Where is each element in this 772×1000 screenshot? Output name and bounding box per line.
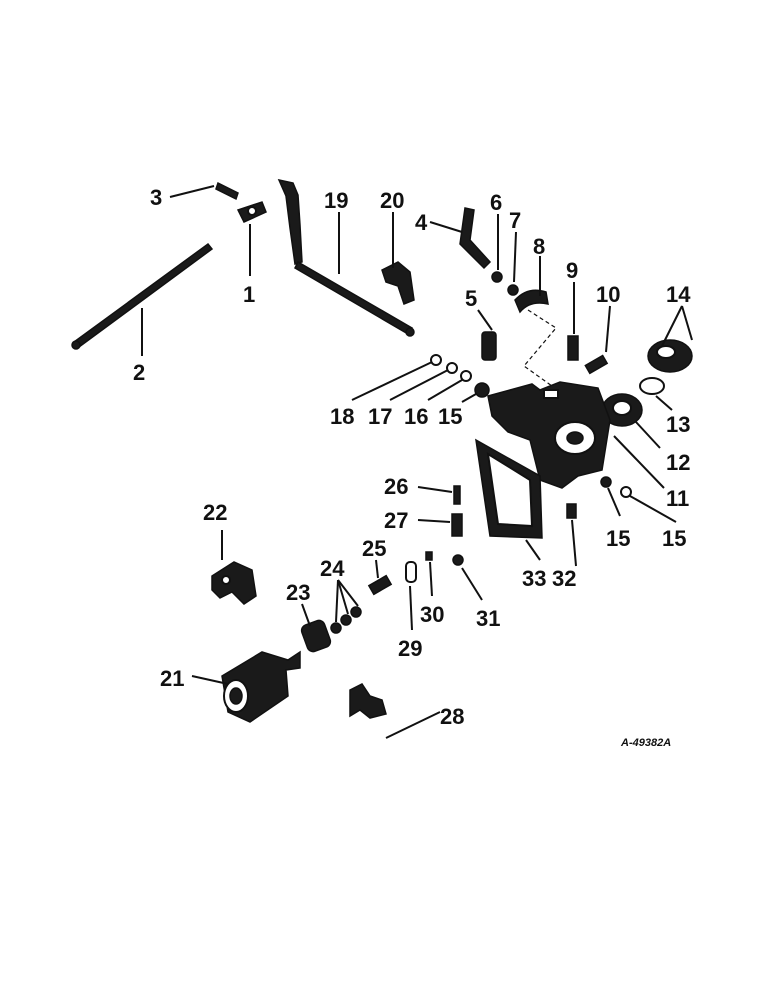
callout-15-upper: 15 [438, 404, 462, 429]
part-23-cover [211, 561, 257, 605]
callout-5: 5 [465, 286, 477, 311]
part-14-cap [647, 339, 693, 373]
callout-18: 17 [368, 404, 392, 429]
part-6 [491, 271, 503, 283]
part-31-pin [425, 551, 433, 561]
callout-20: 19 [324, 188, 348, 213]
part-11-housing [487, 381, 611, 489]
callout-27: 26 [384, 474, 408, 499]
callout-32: 31 [476, 606, 500, 631]
callout-22: 21 [160, 666, 184, 691]
part-17-washer [460, 370, 472, 382]
callout-31: 30 [420, 602, 444, 627]
callout-6: 6 [490, 190, 502, 215]
callout-30: 29 [398, 636, 422, 661]
callout-11: 11 [666, 486, 689, 511]
callout-7: 7 [509, 208, 521, 233]
callout-21: 20 [380, 188, 404, 213]
callout-13: 13 [666, 412, 690, 437]
part-16-plug [620, 486, 632, 498]
callout-2: 2 [133, 360, 145, 385]
callout-3: 3 [150, 185, 162, 210]
part-25-balls [330, 606, 362, 634]
reference-code: A-49382A [620, 737, 671, 749]
callout-10: 10 [596, 282, 620, 307]
part-24-sleeve [300, 619, 332, 653]
callout-9: 9 [566, 258, 578, 283]
callout-labels: 3 1 2 19 20 4 6 7 8 9 10 14 5 18 17 16 1… [133, 185, 691, 749]
callout-17: 16 [404, 404, 428, 429]
part-15-seal-upper [474, 382, 490, 398]
callout-16: 15 [662, 526, 686, 551]
callout-23: 22 [203, 500, 227, 525]
part-22-hub [221, 650, 301, 723]
callout-29: 28 [440, 704, 464, 729]
callout-12: 12 [666, 450, 690, 475]
callout-15-lower: 15 [606, 526, 630, 551]
part-15-seal-lower [600, 476, 612, 488]
callout-4: 4 [415, 210, 428, 235]
part-29-lever [349, 683, 387, 719]
callout-1: 1 [243, 282, 255, 307]
part-21-bracket [381, 261, 415, 305]
part-19-washer [430, 354, 442, 366]
part-10-spring [584, 354, 609, 375]
callout-28: 27 [384, 508, 408, 533]
part-13-ring [639, 377, 665, 395]
callout-33: 32 [552, 566, 576, 591]
callout-14: 14 [666, 282, 691, 307]
part-2-rod [71, 242, 214, 350]
callout-19: 18 [330, 404, 354, 429]
callout-8: 8 [533, 234, 545, 259]
part-12-bearing [601, 393, 643, 427]
part-4-link [459, 207, 492, 270]
part-9-bolt [567, 335, 579, 361]
part-5-spring [481, 331, 497, 361]
part-7 [507, 284, 519, 296]
callout-24: 23 [286, 580, 310, 605]
part-33-bolt [566, 503, 577, 519]
part-26-spring [367, 574, 393, 596]
part-34-gasket [475, 438, 543, 539]
part-18-washer [446, 362, 458, 374]
part-32-ball [452, 554, 464, 566]
callout-26: 25 [362, 536, 386, 561]
part-1-clevis [236, 201, 267, 223]
callout-25: 24 [320, 556, 345, 581]
part-3-pin [215, 181, 239, 201]
part-27-pin [453, 485, 461, 505]
part-30-key [405, 561, 417, 583]
part-28-spring [451, 513, 463, 537]
part-20-lever [277, 178, 415, 337]
part-8-fork [514, 289, 549, 314]
callout-34: 33 [522, 566, 546, 591]
leader-lines [141, 185, 693, 739]
